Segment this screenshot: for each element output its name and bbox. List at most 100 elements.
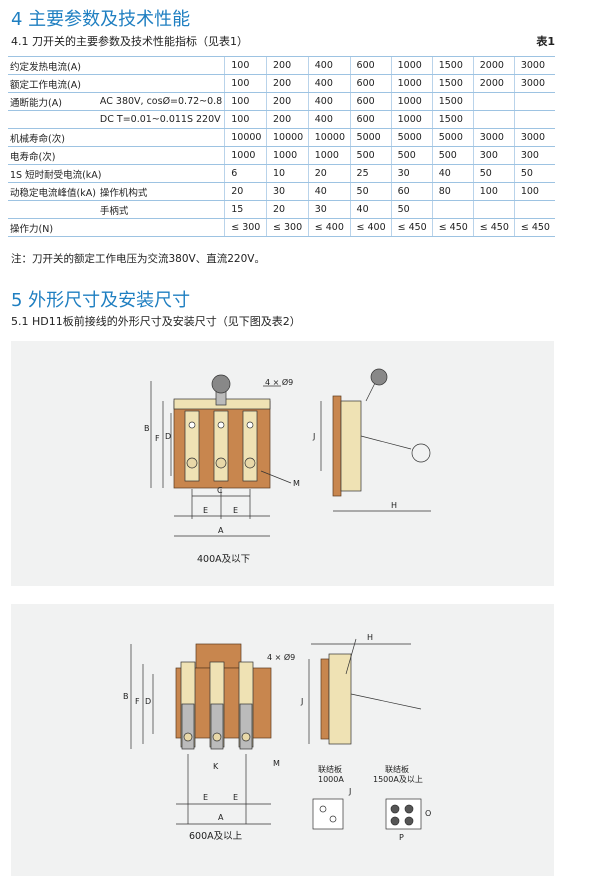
table-cell: 2000 <box>472 56 515 75</box>
table-cell: ≤ 450 <box>472 218 515 237</box>
dim-f-label-2: F <box>135 697 140 706</box>
dim-a-label-2: A <box>218 813 224 822</box>
table-cell: 10000 <box>224 128 267 147</box>
dim-k-label: K <box>213 762 219 771</box>
table-cell: 400 <box>307 74 351 93</box>
table-cell: 5000 <box>390 128 433 147</box>
figure-400a-drawing: B F D C E E A 4 × Ø9 M J H <box>144 368 431 537</box>
table-cell: 10000 <box>266 128 309 147</box>
table-cell: 10000 <box>307 128 351 147</box>
row-label: 通断能力(A) <box>8 92 98 111</box>
table-cell: 60 <box>390 182 433 201</box>
table-cell: 5000 <box>431 128 474 147</box>
table-cell: 600 <box>349 56 392 75</box>
table-cell: 1000 <box>266 146 309 165</box>
table-cell: 1000 <box>390 92 433 111</box>
table-cell: 30 <box>266 182 309 201</box>
dim-f-label: F <box>155 434 160 443</box>
table-cell: 1500 <box>431 92 474 111</box>
table-cell: 400 <box>307 56 351 75</box>
table-cell <box>513 200 555 219</box>
section-4-1-subtitle: 4.1 刀开关的主要参数及技术性能指标（见表1） <box>11 35 248 48</box>
row-label <box>8 110 98 129</box>
table-cell: 30 <box>390 164 433 183</box>
table-cell: 80 <box>431 182 474 201</box>
section-5-1-subtitle: 5.1 HD11板前接线的外形尺寸及安装尺寸（见下图及表2） <box>11 315 301 328</box>
dim-m-label: M <box>293 479 300 488</box>
section-4-title: 4 主要参数及技术性能 <box>11 9 191 30</box>
plate-1500a-label-1: 联结板 <box>385 764 409 774</box>
table-cell: 20 <box>266 200 309 219</box>
table-cell: 25 <box>349 164 392 183</box>
table-cell <box>472 92 515 111</box>
table-cell: 1000 <box>390 74 433 93</box>
table-cell: 3000 <box>513 74 555 93</box>
table-cell: ≤ 450 <box>513 218 555 237</box>
row-label <box>8 200 98 219</box>
plate-1000a-label-2: 1000A <box>318 775 344 784</box>
dim-e1-label: E <box>203 506 208 515</box>
figure-600a-panel: B F D K E E A 4 × Ø9 M J H 联结板 1000A 联结板… <box>11 604 554 876</box>
section-5-title: 5 外形尺寸及安装尺寸 <box>11 290 191 311</box>
dim-b-label-2: B <box>123 692 129 701</box>
plate-1000a-label-1: 联结板 <box>318 764 342 774</box>
dim-j-label-2: J <box>300 697 303 706</box>
dim-p-label: P <box>399 833 404 842</box>
table-cell: 1000 <box>390 56 433 75</box>
table-cell: ≤ 400 <box>307 218 351 237</box>
table-cell: ≤ 450 <box>390 218 433 237</box>
row-label: 动稳定电流峰值(kA) <box>8 182 98 201</box>
table-cell: 400 <box>307 92 351 111</box>
table-cell: 100 <box>224 74 267 93</box>
table-cell: 300 <box>513 146 555 165</box>
row-label: 电寿命(次) <box>8 146 225 165</box>
table-cell <box>431 200 474 219</box>
row-label: 额定工作电流(A) <box>8 74 225 93</box>
dim-c-label: C <box>217 486 223 495</box>
row-sublabel: AC 380V, cosØ=0.72~0.8 <box>97 92 225 111</box>
table-cell: 15 <box>224 200 267 219</box>
table-cell: 50 <box>349 182 392 201</box>
table-cell: 6 <box>224 164 267 183</box>
table-cell: ≤ 400 <box>349 218 392 237</box>
table-cell: 20 <box>224 182 267 201</box>
table-cell: 200 <box>266 110 309 129</box>
table-cell: 1500 <box>431 56 474 75</box>
row-label: 机械寿命(次) <box>8 128 225 147</box>
table-cell: ≤ 450 <box>431 218 474 237</box>
table-cell: 40 <box>349 200 392 219</box>
table-cell <box>472 110 515 129</box>
table-cell: 100 <box>224 56 267 75</box>
figure-600a-caption: 600A及以上 <box>189 831 243 842</box>
table-cell: 1500 <box>431 110 474 129</box>
table-cell: 500 <box>349 146 392 165</box>
dim-j-plate-label: J <box>348 787 351 796</box>
row-sublabel: DC T=0.01~0.011S 220V <box>97 110 225 129</box>
table-cell: 100 <box>472 182 515 201</box>
table-cell: 50 <box>472 164 515 183</box>
table-cell: 3000 <box>472 128 515 147</box>
dim-d-label: D <box>165 432 171 441</box>
table-cell: 100 <box>224 110 267 129</box>
voltage-note: 注：刀开关的额定工作电压为交流380V、直流220V。 <box>11 253 265 265</box>
table-cell: 20 <box>307 164 351 183</box>
table-cell: 200 <box>266 92 309 111</box>
dim-h-label-2: H <box>367 633 373 642</box>
row-label: 1S 短时耐受电流(kA) <box>8 164 225 183</box>
table-cell: 10 <box>266 164 309 183</box>
table-cell <box>513 92 555 111</box>
table-cell: 2000 <box>472 74 515 93</box>
table-cell: 300 <box>472 146 515 165</box>
dim-m-label-2: M <box>273 759 280 768</box>
table-cell: 1000 <box>224 146 267 165</box>
table-cell: 200 <box>266 56 309 75</box>
table-tag: 表1 <box>536 35 555 48</box>
dim-h-label: H <box>391 501 397 510</box>
